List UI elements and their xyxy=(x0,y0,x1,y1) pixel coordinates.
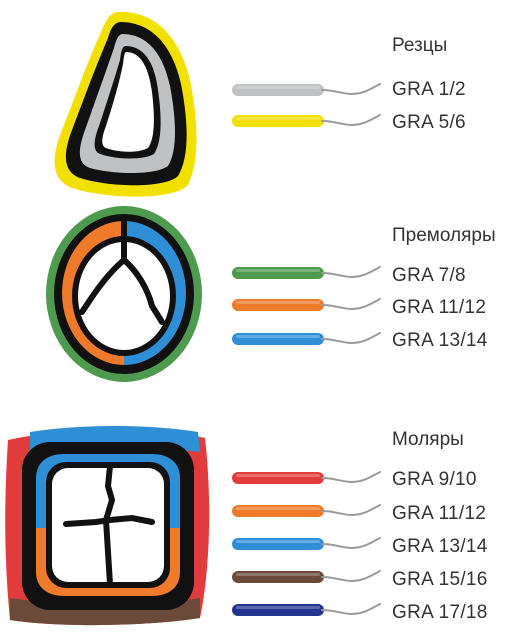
instrument-tip xyxy=(322,299,380,309)
instrument-handle xyxy=(232,84,324,96)
instrument-tip xyxy=(322,571,380,581)
instrument-tip xyxy=(322,267,380,277)
instrument-handle-highlight xyxy=(236,301,320,304)
molar-diagram xyxy=(5,426,209,625)
instrument-handles xyxy=(232,84,380,616)
instrument-handle-highlight xyxy=(236,507,320,510)
incisor-diagram xyxy=(55,12,197,197)
instrument-label: GRA 5/6 xyxy=(392,113,466,132)
instrument-tip xyxy=(322,115,380,125)
instrument-handle xyxy=(232,538,324,550)
instrument-tip xyxy=(322,604,380,614)
instrument-handle-highlight xyxy=(236,335,320,338)
instrument-tip xyxy=(322,538,380,548)
instrument-label: GRA 17/18 xyxy=(392,603,488,622)
instrument-handle xyxy=(232,299,324,311)
instrument-label: GRA 13/14 xyxy=(392,537,488,556)
instrument-handle xyxy=(232,333,324,345)
instrument-handle xyxy=(232,472,324,484)
instrument-handle-highlight xyxy=(236,573,320,576)
instrument-handle xyxy=(232,571,324,583)
instrument-label: GRA 11/12 xyxy=(392,298,486,317)
group-heading-incisors: Резцы xyxy=(392,36,447,55)
instrument-label: GRA 15/16 xyxy=(392,570,488,589)
instrument-handle xyxy=(232,505,324,517)
instrument-label: GRA 1/2 xyxy=(392,80,466,99)
instrument-handle-highlight xyxy=(236,540,320,543)
instrument-label: GRA 7/8 xyxy=(392,266,466,285)
instrument-handle-highlight xyxy=(236,269,320,272)
instrument-tip xyxy=(322,333,380,343)
instrument-handle-highlight xyxy=(236,117,320,120)
instrument-handle-highlight xyxy=(236,606,320,609)
instrument-tip xyxy=(322,472,380,482)
group-heading-premolars: Премоляры xyxy=(392,226,496,245)
premolar-diagram xyxy=(46,206,202,382)
instrument-handle xyxy=(232,604,324,616)
instrument-label: GRA 11/12 xyxy=(392,504,486,523)
instrument-handle xyxy=(232,267,324,279)
instrument-handle-highlight xyxy=(236,474,320,477)
instrument-tip xyxy=(322,84,380,94)
instrument-label: GRA 13/14 xyxy=(392,331,488,350)
instrument-label: GRA 9/10 xyxy=(392,470,477,489)
group-heading-molars: Моляры xyxy=(392,430,464,449)
instrument-handle-highlight xyxy=(236,86,320,89)
instrument-handle xyxy=(232,115,324,127)
instrument-tip xyxy=(322,505,380,515)
